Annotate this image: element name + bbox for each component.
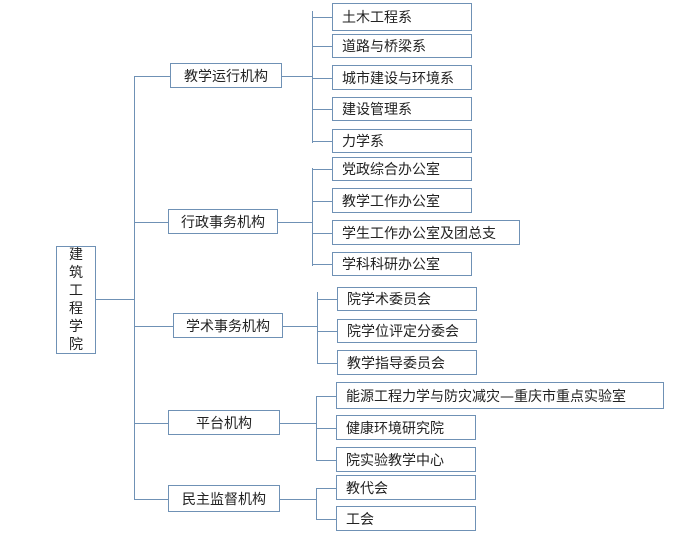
leaf-label: 院学术委员会 bbox=[347, 292, 431, 308]
leaf-label: 学科科研办公室 bbox=[342, 257, 440, 273]
leaf-label: 教代会 bbox=[346, 480, 388, 497]
root-label: 建筑工程学院 bbox=[69, 247, 83, 353]
leaf-label: 道路与桥梁系 bbox=[342, 39, 426, 55]
leaf-node: 工会 bbox=[336, 506, 476, 531]
group-node: 平台机构 bbox=[168, 410, 280, 435]
leaf-label: 力学系 bbox=[342, 134, 384, 150]
leaf-node: 院学位评定分委会 bbox=[337, 319, 477, 343]
leaf-label: 院实验教学中心 bbox=[346, 452, 444, 469]
leaf-node: 教学工作办公室 bbox=[332, 188, 472, 213]
leaf-node: 健康环境研究院 bbox=[336, 415, 476, 440]
leaf-node: 道路与桥梁系 bbox=[332, 34, 472, 58]
leaf-node: 土木工程系 bbox=[332, 3, 472, 31]
group-label: 教学运行机构 bbox=[184, 68, 268, 85]
leaf-node: 学生工作办公室及团总支 bbox=[332, 220, 520, 245]
leaf-label: 城市建设与环境系 bbox=[342, 70, 454, 87]
leaf-label: 能源工程力学与防灾减灾—重庆市重点实验室 bbox=[346, 388, 626, 405]
leaf-label: 院学位评定分委会 bbox=[347, 324, 459, 340]
leaf-node: 院实验教学中心 bbox=[336, 447, 476, 472]
leaf-node: 院学术委员会 bbox=[337, 287, 477, 311]
leaf-node: 学科科研办公室 bbox=[332, 252, 472, 276]
leaf-label: 健康环境研究院 bbox=[346, 420, 444, 437]
leaf-label: 教学工作办公室 bbox=[342, 193, 440, 210]
leaf-node: 教学指导委员会 bbox=[337, 350, 477, 375]
leaf-node: 城市建设与环境系 bbox=[332, 65, 472, 90]
leaf-label: 土木工程系 bbox=[342, 10, 412, 26]
leaf-node: 党政综合办公室 bbox=[332, 157, 472, 181]
leaf-label: 工会 bbox=[346, 511, 374, 528]
leaf-label: 党政综合办公室 bbox=[342, 162, 440, 178]
root-node: 建筑工程学院 bbox=[56, 246, 96, 354]
leaf-node: 能源工程力学与防灾减灾—重庆市重点实验室 bbox=[336, 382, 664, 409]
group-node: 学术事务机构 bbox=[173, 313, 283, 338]
group-node: 民主监督机构 bbox=[168, 485, 280, 512]
group-label: 平台机构 bbox=[196, 415, 252, 432]
leaf-label: 建设管理系 bbox=[342, 102, 412, 118]
group-label: 学术事务机构 bbox=[186, 318, 270, 335]
leaf-label: 教学指导委员会 bbox=[347, 355, 445, 372]
leaf-node: 力学系 bbox=[332, 129, 472, 153]
group-label: 民主监督机构 bbox=[182, 491, 266, 508]
leaf-node: 教代会 bbox=[336, 475, 476, 500]
group-node: 教学运行机构 bbox=[170, 63, 282, 88]
leaf-node: 建设管理系 bbox=[332, 97, 472, 121]
group-node: 行政事务机构 bbox=[168, 209, 278, 234]
group-label: 行政事务机构 bbox=[181, 214, 265, 231]
leaf-label: 学生工作办公室及团总支 bbox=[342, 225, 496, 242]
